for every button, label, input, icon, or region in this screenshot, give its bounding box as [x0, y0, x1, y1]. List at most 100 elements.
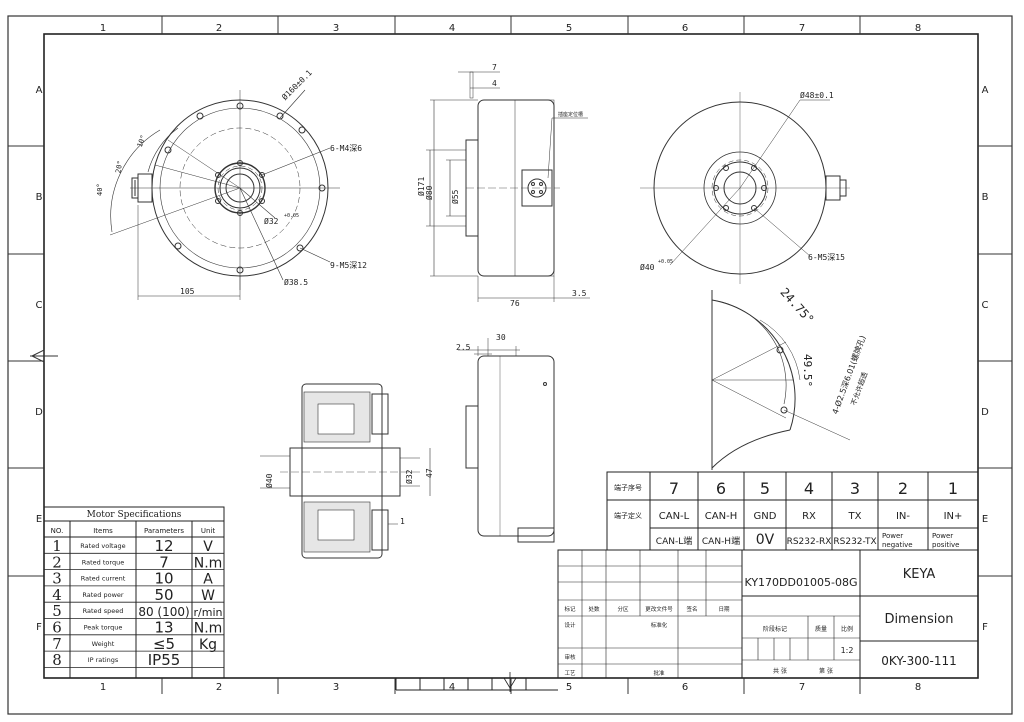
dim-dia-48: Ø48±0.1 — [800, 90, 834, 100]
zone-row-left-F: F — [36, 622, 42, 633]
zone-row-right-F: F — [982, 622, 988, 633]
terminal-no-6: 6 — [716, 479, 726, 498]
spec-item-5: Rated speed — [83, 607, 124, 615]
zone-col-top-5: 5 — [566, 23, 572, 34]
zone-col-bottom-5: 5 — [566, 682, 572, 693]
terminal-sub-6: CAN-H端 — [702, 535, 740, 547]
terminal-sub-3: RS232-TX — [833, 537, 876, 547]
section-view — [260, 383, 431, 559]
dim-76: 76 — [510, 299, 520, 308]
rev-header-5: 日期 — [718, 606, 730, 613]
terminal-no-4: 4 — [804, 479, 814, 498]
spec-param-7: ≤5 — [153, 635, 175, 653]
terminal-def-5: GND — [754, 511, 777, 522]
drawing-number: 0KY-300-111 — [881, 654, 956, 668]
spec-unit-2: N.m — [194, 555, 223, 571]
terminal-no-7: 7 — [669, 479, 679, 498]
spec-unit-1: V — [203, 539, 213, 555]
label-connector-slot: 插座定位槽 — [558, 111, 583, 118]
dim-holes-m5: 9-M5深12 — [330, 261, 367, 270]
terminal-sub-7: CAN-L端 — [656, 535, 692, 547]
spec-param-5: 80 (100) — [138, 605, 189, 619]
terminal-sub-1-a: Power — [932, 532, 953, 540]
zone-row-right-E: E — [982, 514, 988, 525]
dim-dia-40-rear-tol: +0.05 — [658, 259, 673, 265]
terminal-def-2: IN- — [896, 511, 910, 522]
role-1: 标准化 — [651, 621, 668, 629]
zone-col-bottom-8: 8 — [915, 682, 921, 693]
sheet-number: 第 张 — [819, 667, 833, 675]
terminal-def-7: CAN-L — [659, 511, 690, 522]
sheets-total: 共 张 — [773, 667, 787, 675]
spec-item-8: IP ratings — [88, 656, 119, 664]
zone-col-top-1: 1 — [100, 23, 106, 34]
dim-angle-24-75: 24.75° — [777, 285, 816, 327]
rev-header-3: 更改文件号 — [645, 605, 673, 613]
spec-param-6: 13 — [154, 619, 173, 637]
rev-header-0: 标记 — [564, 605, 576, 613]
zone-col-top-7: 7 — [799, 23, 805, 34]
zone-row-right-A: A — [982, 85, 989, 96]
zone-row-right-C: C — [982, 300, 989, 311]
scale-label: 比例 — [841, 625, 853, 633]
terminal-def-4: RX — [802, 511, 816, 522]
terminal-no-2: 2 — [898, 479, 908, 498]
dim-3-5: 3.5 — [572, 289, 587, 298]
dim-2-5: 2.5 — [456, 343, 471, 352]
terminal-def-6: CAN-H — [705, 511, 737, 522]
dim-angle-40: 40° — [96, 183, 104, 196]
spec-no-4: 4 — [52, 586, 62, 604]
role-0: 设计 — [564, 621, 576, 629]
zone-col-top-4: 4 — [449, 23, 455, 34]
spec-no-8: 8 — [52, 651, 62, 669]
terminal-no-1: 1 — [948, 479, 958, 498]
terminal-def-3: TX — [848, 511, 862, 522]
dim-dia-32: Ø32 — [264, 216, 279, 226]
dim-dia-40-rear: Ø40 — [640, 262, 655, 272]
spec-table-title: Motor Specifications — [87, 510, 182, 520]
rev-header-4: 签名 — [686, 605, 697, 613]
spec-header-0: NO. — [51, 527, 64, 535]
spec-item-1: Rated voltage — [80, 542, 125, 550]
terminal-header-def: 端子定义 — [614, 511, 642, 520]
spec-item-2: Rated torque — [82, 558, 124, 566]
dim-angle-10: 10° — [136, 134, 148, 149]
role-4: 批准 — [653, 669, 665, 677]
zone-row-left-A: A — [36, 85, 43, 96]
spec-item-3: Rated current — [81, 575, 126, 583]
terminal-header-no: 端子序号 — [614, 483, 642, 492]
zone-col-top-3: 3 — [333, 23, 339, 34]
detail-view — [711, 290, 851, 470]
dim-105: 105 — [180, 287, 195, 296]
spec-param-8: IP55 — [148, 651, 181, 669]
spec-unit-3: A — [203, 572, 213, 588]
zone-col-bottom-4: 4 — [449, 682, 455, 693]
dim-dia-171: Ø171 — [416, 177, 426, 196]
weight-label: 质量 — [815, 625, 827, 633]
dim-dia-80: Ø80 — [424, 185, 434, 200]
dim-4: 4 — [492, 79, 497, 88]
rear-view — [640, 92, 850, 284]
zone-col-top-6: 6 — [682, 23, 688, 34]
dim-angle-20: 20° — [114, 160, 124, 174]
zone-col-bottom-1: 1 — [100, 682, 106, 693]
zone-col-bottom-6: 6 — [682, 682, 688, 693]
side-view — [426, 71, 590, 302]
dim-section-1: 1 — [400, 517, 405, 526]
terminal-sub-1-b: positive — [932, 541, 959, 549]
dim-30: 30 — [496, 333, 506, 342]
front-view — [109, 89, 340, 300]
terminal-sub-5: 0V — [756, 532, 775, 548]
zone-row-left-E: E — [36, 514, 42, 525]
dim-dia-38-5: Ø38.5 — [284, 277, 308, 287]
dim-holes-m5-15: 6-M5深15 — [808, 253, 845, 262]
spec-header-3: Unit — [201, 527, 216, 535]
zone-row-left-C: C — [36, 300, 43, 311]
dim-angle-49-5: 49.5° — [801, 354, 814, 387]
drawing-title: Dimension — [884, 612, 953, 627]
terminal-sub-2-b: negative — [882, 541, 913, 549]
zone-row-left-B: B — [36, 192, 43, 203]
role-3: 工艺 — [564, 670, 576, 677]
